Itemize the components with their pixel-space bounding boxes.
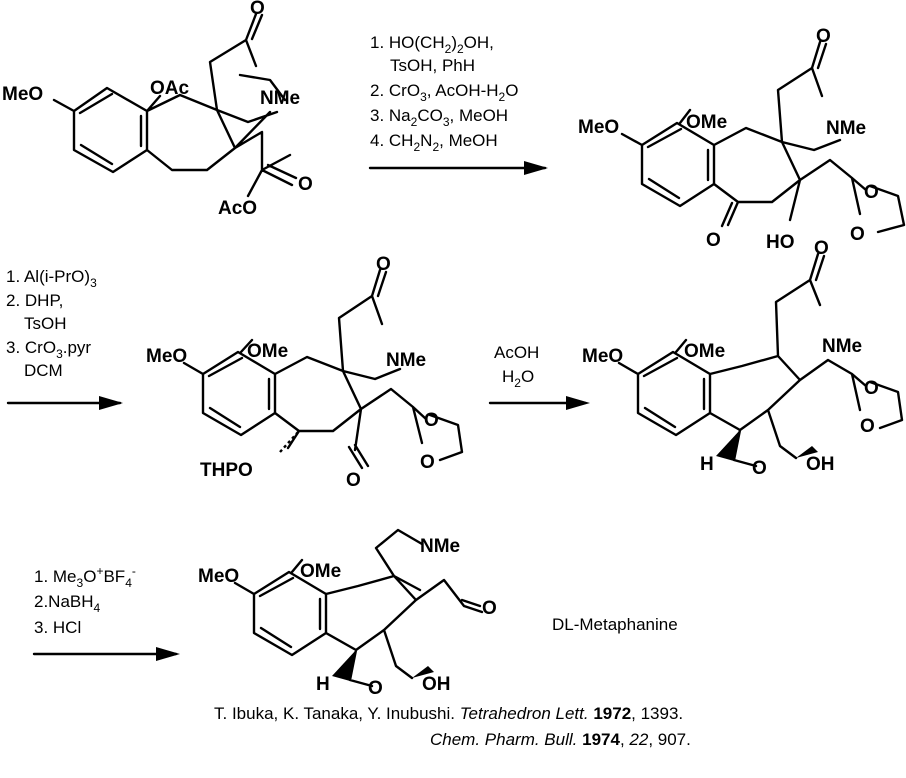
compound-1-aco: AcO: [218, 198, 257, 219]
step-1-line-3: 2. CrO3, AcOH-H2O: [370, 81, 518, 104]
reference-2-sep: ,: [619, 730, 630, 749]
compound-2-ketone-o: O: [706, 230, 721, 251]
compound-4-oh-wedge: [796, 446, 818, 458]
compound-1: MeO OAc NMe O O AcO: [2, 0, 313, 219]
reference-1-pages: , 1393.: [631, 704, 684, 723]
compound-5-wedge-bond: [332, 650, 356, 681]
compound-2-ketal-o-2: O: [850, 224, 865, 245]
compound-5: MeO OMe NMe O H O OH: [198, 528, 497, 699]
compound-3-ome: OMe: [247, 341, 288, 362]
compound-4-oh: OH: [806, 454, 835, 475]
compound-2-bonds: [620, 40, 906, 234]
step-2-arrow-head: [99, 396, 123, 410]
step-3: AcOH H2O: [488, 343, 590, 410]
step-2-line-5: DCM: [24, 361, 63, 380]
compound-4-meo: MeO: [582, 346, 623, 367]
compound-4-lactam-o: O: [814, 238, 829, 259]
step-3-arrow-head: [566, 396, 590, 410]
compound-3-bonds: [182, 268, 464, 470]
compound-3-nme: NMe: [386, 350, 426, 371]
compound-4: MeO OMe NMe O H O OH O O: [582, 238, 904, 479]
compound-1-meo: MeO: [2, 84, 43, 105]
compound-4-ketal-o-1: O: [864, 378, 879, 399]
compound-3-lactam-o: O: [376, 254, 391, 275]
compound-2-meo: MeO: [578, 117, 619, 138]
step-2: 1. Al(i-PrO)3 2. DHP, TsOH 3. CrO3.pyr D…: [6, 267, 123, 410]
step-1-arrow-head: [524, 161, 548, 175]
compound-5-nme: NMe: [420, 536, 460, 557]
compound-4-wedge-bond: [716, 430, 740, 461]
compound-5-ketone-o: O: [482, 598, 497, 619]
compound-1-carbonyl-o: O: [250, 0, 265, 19]
compound-5-oh-wedge: [412, 666, 434, 678]
compound-3-meo: MeO: [146, 346, 187, 367]
step-1-line-5: 4. CH2N2, MeOH: [370, 131, 498, 154]
compound-1-nme: NMe: [260, 88, 300, 109]
step-4-line-3: 3. HCl: [34, 618, 81, 637]
compound-3-ketone-o: O: [346, 470, 361, 491]
compound-3: MeO OMe NMe O THPO O O O: [146, 254, 464, 491]
compound-2: MeO OMe NMe O O HO O O: [578, 26, 906, 253]
compound-3-thpo: THPO: [200, 460, 253, 481]
step-2-line-1: 1. Al(i-PrO)3: [6, 267, 97, 290]
compound-4-bonds: [617, 252, 904, 468]
step-3-line-2: H2O: [502, 367, 534, 390]
compound-1-bonds: [52, 12, 298, 198]
compound-1-ketone-o: O: [298, 174, 313, 195]
compound-2-nme: NMe: [826, 118, 866, 139]
compound-2-lactam-o: O: [816, 26, 831, 47]
compound-5-h: H: [316, 674, 330, 695]
step-4-line-1: 1. Me3O+BF4-: [34, 564, 136, 590]
compound-1-oac: OAc: [150, 78, 190, 99]
step-2-line-2: 2. DHP,: [6, 291, 63, 310]
step-4-arrow-head: [156, 647, 180, 661]
reference-1-journal: Tetrahedron Lett.: [459, 704, 589, 723]
compound-5-bonds: [233, 528, 484, 688]
reference-2-journal: Chem. Pharm. Bull.: [430, 730, 578, 749]
compound-3-ketal-o-2: O: [420, 452, 435, 473]
compound-3-hashed-bond: [279, 430, 300, 453]
step-1-line-2: TsOH, PhH: [390, 56, 475, 75]
step-1-line-1: 1. HO(CH2)2OH,: [370, 33, 494, 56]
step-2-line-3: TsOH: [24, 314, 67, 333]
reference-1-authors: T. Ibuka, K. Tanaka, Y. Inubushi.: [214, 704, 460, 723]
reference-1-year: 1972: [593, 704, 632, 723]
compound-2-ome: OMe: [686, 112, 727, 133]
step-1-line-4: 3. Na2CO3, MeOH: [370, 106, 508, 129]
compound-4-ether-o: O: [752, 458, 767, 479]
compound-5-meo: MeO: [198, 566, 239, 587]
compound-4-h: H: [700, 454, 714, 475]
reference-1: T. Ibuka, K. Tanaka, Y. Inubushi. Tetrah…: [214, 704, 683, 724]
compound-5-ether-o: O: [368, 678, 383, 699]
step-2-line-4: 3. CrO3.pyr: [6, 338, 91, 361]
step-3-line-1: AcOH: [494, 343, 539, 362]
compound-5-ome: OMe: [300, 561, 341, 582]
product-name: DL-Metaphanine: [552, 615, 678, 634]
reference-2: Chem. Pharm. Bull. 1974, 22, 907.: [430, 730, 691, 750]
compound-3-ketal-o-1: O: [424, 410, 439, 431]
compound-4-ketal-o-2: O: [860, 416, 875, 437]
reference-2-volume: 22: [629, 730, 649, 749]
compound-2-ho: HO: [766, 232, 795, 253]
step-1: 1. HO(CH2)2OH, TsOH, PhH 2. CrO3, AcOH-H…: [368, 33, 548, 175]
compound-4-nme: NMe: [822, 336, 862, 357]
step-4: 1. Me3O+BF4- 2.NaBH4 3. HCl: [32, 564, 180, 661]
compound-2-ketal-o-1: O: [864, 182, 879, 203]
compound-5-oh: OH: [422, 674, 451, 695]
step-4-line-2: 2.NaBH4: [34, 592, 101, 615]
reference-2-year: 1974: [582, 730, 620, 749]
reference-2-pages: , 907.: [648, 730, 691, 749]
compound-4-ome: OMe: [684, 341, 725, 362]
